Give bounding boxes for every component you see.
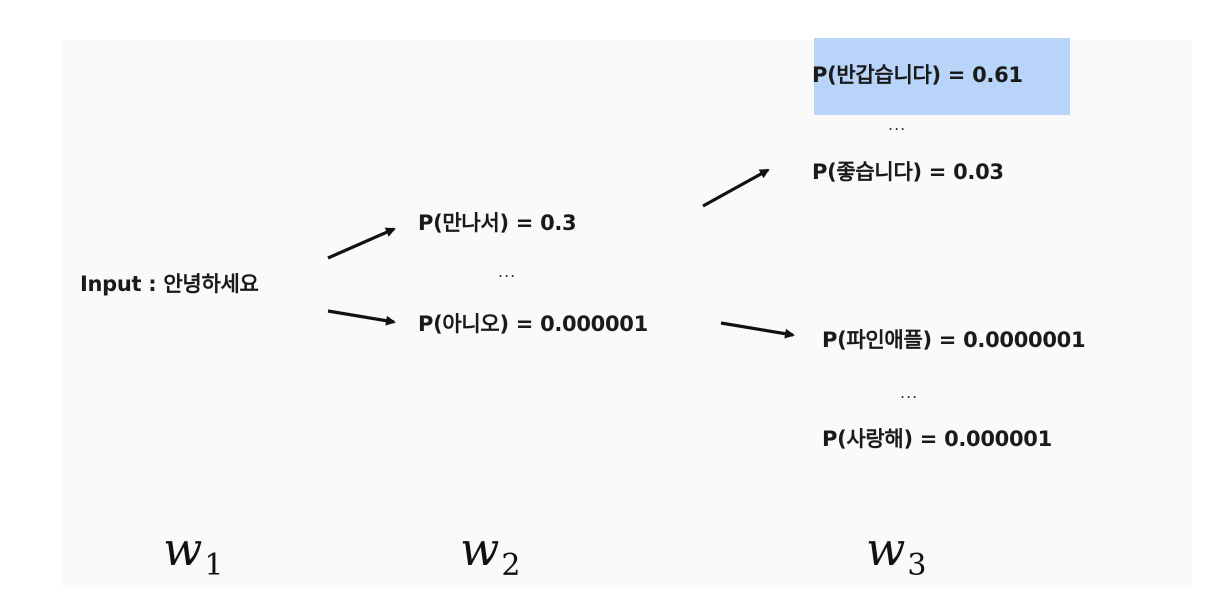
diagram-background xyxy=(62,40,1192,588)
node-w3-lower-bottom: P(사랑해) = 0.000001 xyxy=(822,427,1052,451)
arrow-bottom-to-lower xyxy=(720,321,795,339)
arrow-input-to-top xyxy=(327,227,396,260)
highlight-box xyxy=(814,38,1070,115)
node-w3-upper-bottom: P(좋습니다) = 0.03 xyxy=(812,160,1004,184)
step-index: 2 xyxy=(501,548,521,583)
step-symbol: w xyxy=(866,522,906,576)
node-w3-upper-dots: ... xyxy=(888,115,907,134)
arrow-input-to-bottom xyxy=(327,309,396,326)
node-w2-bottom: P(아니오) = 0.000001 xyxy=(418,312,648,336)
arrow-top-to-upper xyxy=(702,168,770,208)
node-w3-lower-top: P(파인애플) = 0.0000001 xyxy=(822,328,1086,352)
step-label-w1: w1 xyxy=(163,526,223,581)
node-w3-lower-dots: ... xyxy=(900,383,919,402)
step-symbol: w xyxy=(163,522,203,576)
step-label-w3: w3 xyxy=(866,526,926,581)
step-label-w2: w2 xyxy=(460,526,520,581)
input-label: Input : 안녕하세요 xyxy=(80,272,259,296)
step-index: 1 xyxy=(204,548,224,583)
node-w2-top: P(만나서) = 0.3 xyxy=(418,211,577,235)
node-w2-dots: ... xyxy=(498,262,517,281)
step-symbol: w xyxy=(460,522,500,576)
step-index: 3 xyxy=(907,548,927,583)
node-w3-upper-top: P(반갑습니다) = 0.61 xyxy=(812,63,1023,87)
